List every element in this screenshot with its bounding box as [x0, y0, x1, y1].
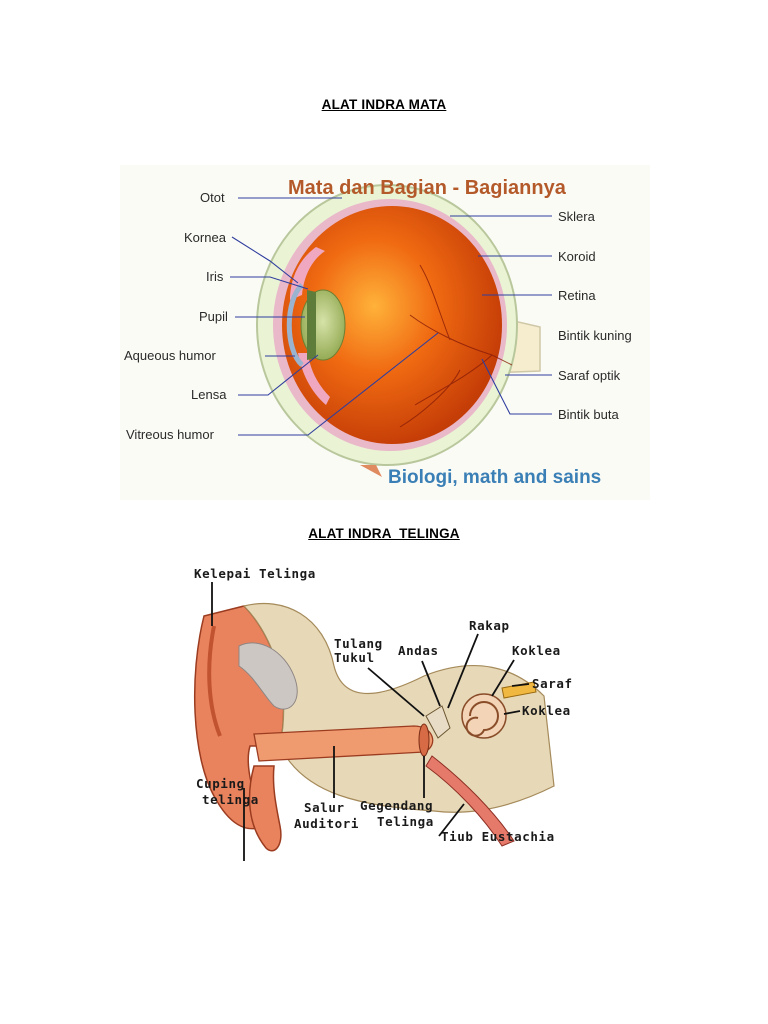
- eardrum-shape: [418, 723, 430, 757]
- eye-leader-lines-right: [450, 215, 552, 415]
- label-iris: Iris: [206, 269, 224, 284]
- label-salur: Salur: [304, 800, 345, 815]
- earlobe-shape: [248, 765, 282, 852]
- vitreous-body: [282, 206, 502, 444]
- eye-anatomy-figure: Mata dan Bagian - Bagiannya Biologi, mat…: [120, 165, 650, 500]
- label-tukul: Tukul: [334, 650, 375, 665]
- label-telinga-lobe: telinga: [202, 792, 259, 807]
- label-koklea-bottom: Koklea: [522, 703, 571, 718]
- eye-labels-right: Sklera Koroid Retina Bintik kuning Saraf…: [558, 209, 632, 422]
- label-kornea: Kornea: [184, 230, 227, 245]
- pinna-fold: [207, 625, 222, 737]
- label-cuping: Cuping: [196, 776, 245, 791]
- cartilage-shape: [238, 642, 298, 710]
- label-tiub-eustachia: Tiub Eustachia: [441, 829, 555, 844]
- label-rakap: Rakap: [469, 618, 510, 633]
- eye-figure-footer: Biologi, math and sains: [388, 467, 601, 488]
- eye-labels-left: Otot Kornea Iris Pupil Aqueous humor Len…: [124, 190, 228, 442]
- eye-leader-lines-left: [230, 197, 439, 436]
- ear-diagram: Kelepai Telinga Tulang Tukul Andas Rakap…: [184, 556, 576, 861]
- label-koroid: Koroid: [558, 249, 596, 264]
- cochlea-spiral: [465, 701, 499, 737]
- ear-anatomy-figure: Kelepai Telinga Tulang Tukul Andas Rakap…: [184, 556, 576, 861]
- ossicles-shape: [425, 705, 451, 739]
- label-aqueous-humor: Aqueous humor: [124, 348, 216, 363]
- label-lensa: Lensa: [191, 387, 227, 402]
- cornea-shape: [286, 283, 304, 367]
- muscle-bottom: [298, 353, 330, 405]
- bottom-muscle: [360, 465, 382, 477]
- iris-shape: [307, 290, 316, 360]
- label-auditori: Auditori: [294, 816, 359, 831]
- label-telinga-drum: Telinga: [377, 814, 434, 829]
- label-kelepai-telinga: Kelepai Telinga: [194, 566, 316, 581]
- eye-section-heading: ALAT INDRA MATA: [321, 97, 447, 112]
- label-vitreous-humor: Vitreous humor: [126, 427, 215, 442]
- label-bintik-buta: Bintik buta: [558, 407, 619, 422]
- blood-vessels: [399, 264, 513, 428]
- label-saraf: Saraf: [532, 676, 573, 691]
- ear-section-heading: ALAT INDRA TELINGA: [308, 526, 460, 541]
- label-koklea-top: Koklea: [512, 643, 561, 658]
- label-retina: Retina: [558, 288, 596, 303]
- label-tulang: Tulang: [334, 636, 383, 651]
- label-andas: Andas: [398, 643, 439, 658]
- eye-figure-title: Mata dan Bagian - Bagiannya: [288, 177, 567, 199]
- label-bintik-kuning: Bintik kuning: [558, 328, 632, 343]
- ear-leader-lines: [211, 582, 530, 861]
- label-gegendang: Gegendang: [360, 798, 433, 813]
- label-otot: Otot: [200, 190, 225, 205]
- cochlea-shape: [461, 693, 507, 739]
- label-pupil: Pupil: [199, 309, 228, 324]
- label-sklera: Sklera: [558, 209, 596, 224]
- eye-diagram: Mata dan Bagian - Bagiannya Biologi, mat…: [120, 165, 650, 500]
- eustachian-tube: [425, 755, 515, 847]
- label-saraf-optik: Saraf optik: [558, 368, 621, 383]
